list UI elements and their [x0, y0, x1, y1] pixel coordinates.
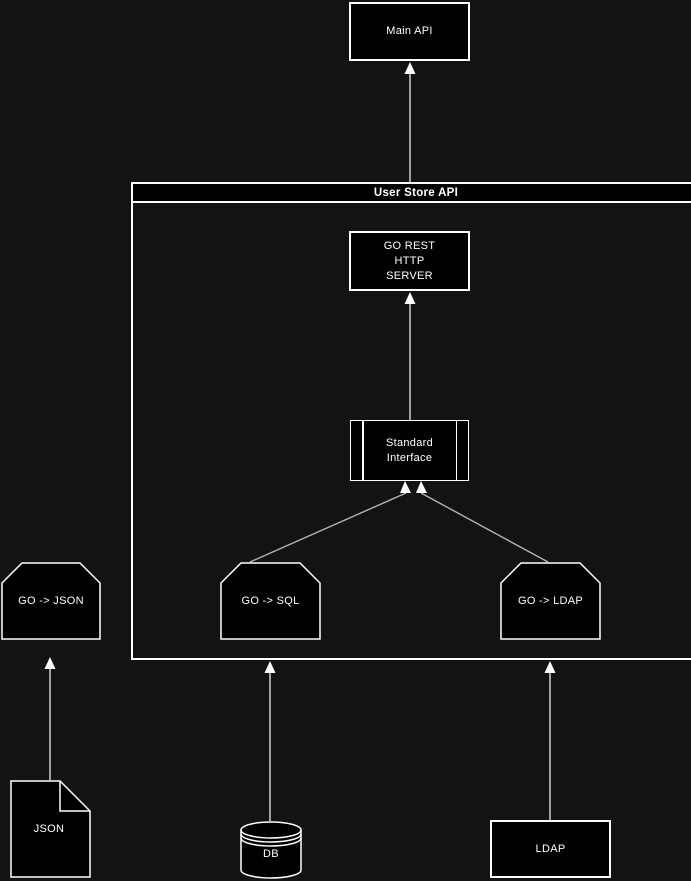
- node-main-api-label: Main API: [386, 25, 433, 37]
- edge-container-to-main-api: [404, 62, 416, 182]
- container-user-store-api[interactable]: User Store API: [131, 182, 691, 660]
- node-json-file[interactable]: JSON: [10, 780, 92, 878]
- node-go-rest-http-server[interactable]: GO REST HTTP SERVER: [349, 231, 470, 291]
- node-go-sql[interactable]: GO -> SQL: [220, 562, 321, 640]
- node-go-json-label: GO -> JSON: [18, 594, 84, 607]
- node-go-ldap[interactable]: GO -> LDAP: [500, 562, 601, 640]
- node-standard-interface[interactable]: Standard Interface: [350, 420, 469, 481]
- node-go-sql-label: GO -> SQL: [241, 594, 300, 607]
- standard-interface-left-rail: [362, 421, 364, 480]
- node-ldap[interactable]: LDAP: [490, 820, 611, 878]
- container-title: User Store API: [133, 184, 691, 203]
- node-db-label: DB: [263, 847, 279, 860]
- standard-interface-right-rail: [455, 421, 457, 480]
- edge-json-file-to-go-json: [44, 657, 56, 780]
- node-go-ldap-label: GO -> LDAP: [517, 594, 584, 607]
- node-standard-interface-label: Standard Interface: [385, 436, 434, 464]
- node-main-api[interactable]: Main API: [349, 2, 470, 61]
- edge-ldap-to-container: [544, 661, 556, 821]
- node-ldap-label: LDAP: [535, 842, 566, 855]
- node-json-file-label: JSON: [33, 822, 65, 835]
- node-go-json[interactable]: GO -> JSON: [1, 562, 101, 640]
- edge-db-to-container: [264, 661, 276, 821]
- node-go-rest-http-server-label: GO REST HTTP SERVER: [383, 239, 436, 282]
- node-db[interactable]: DB: [240, 820, 302, 880]
- folded-corner: [59, 781, 90, 812]
